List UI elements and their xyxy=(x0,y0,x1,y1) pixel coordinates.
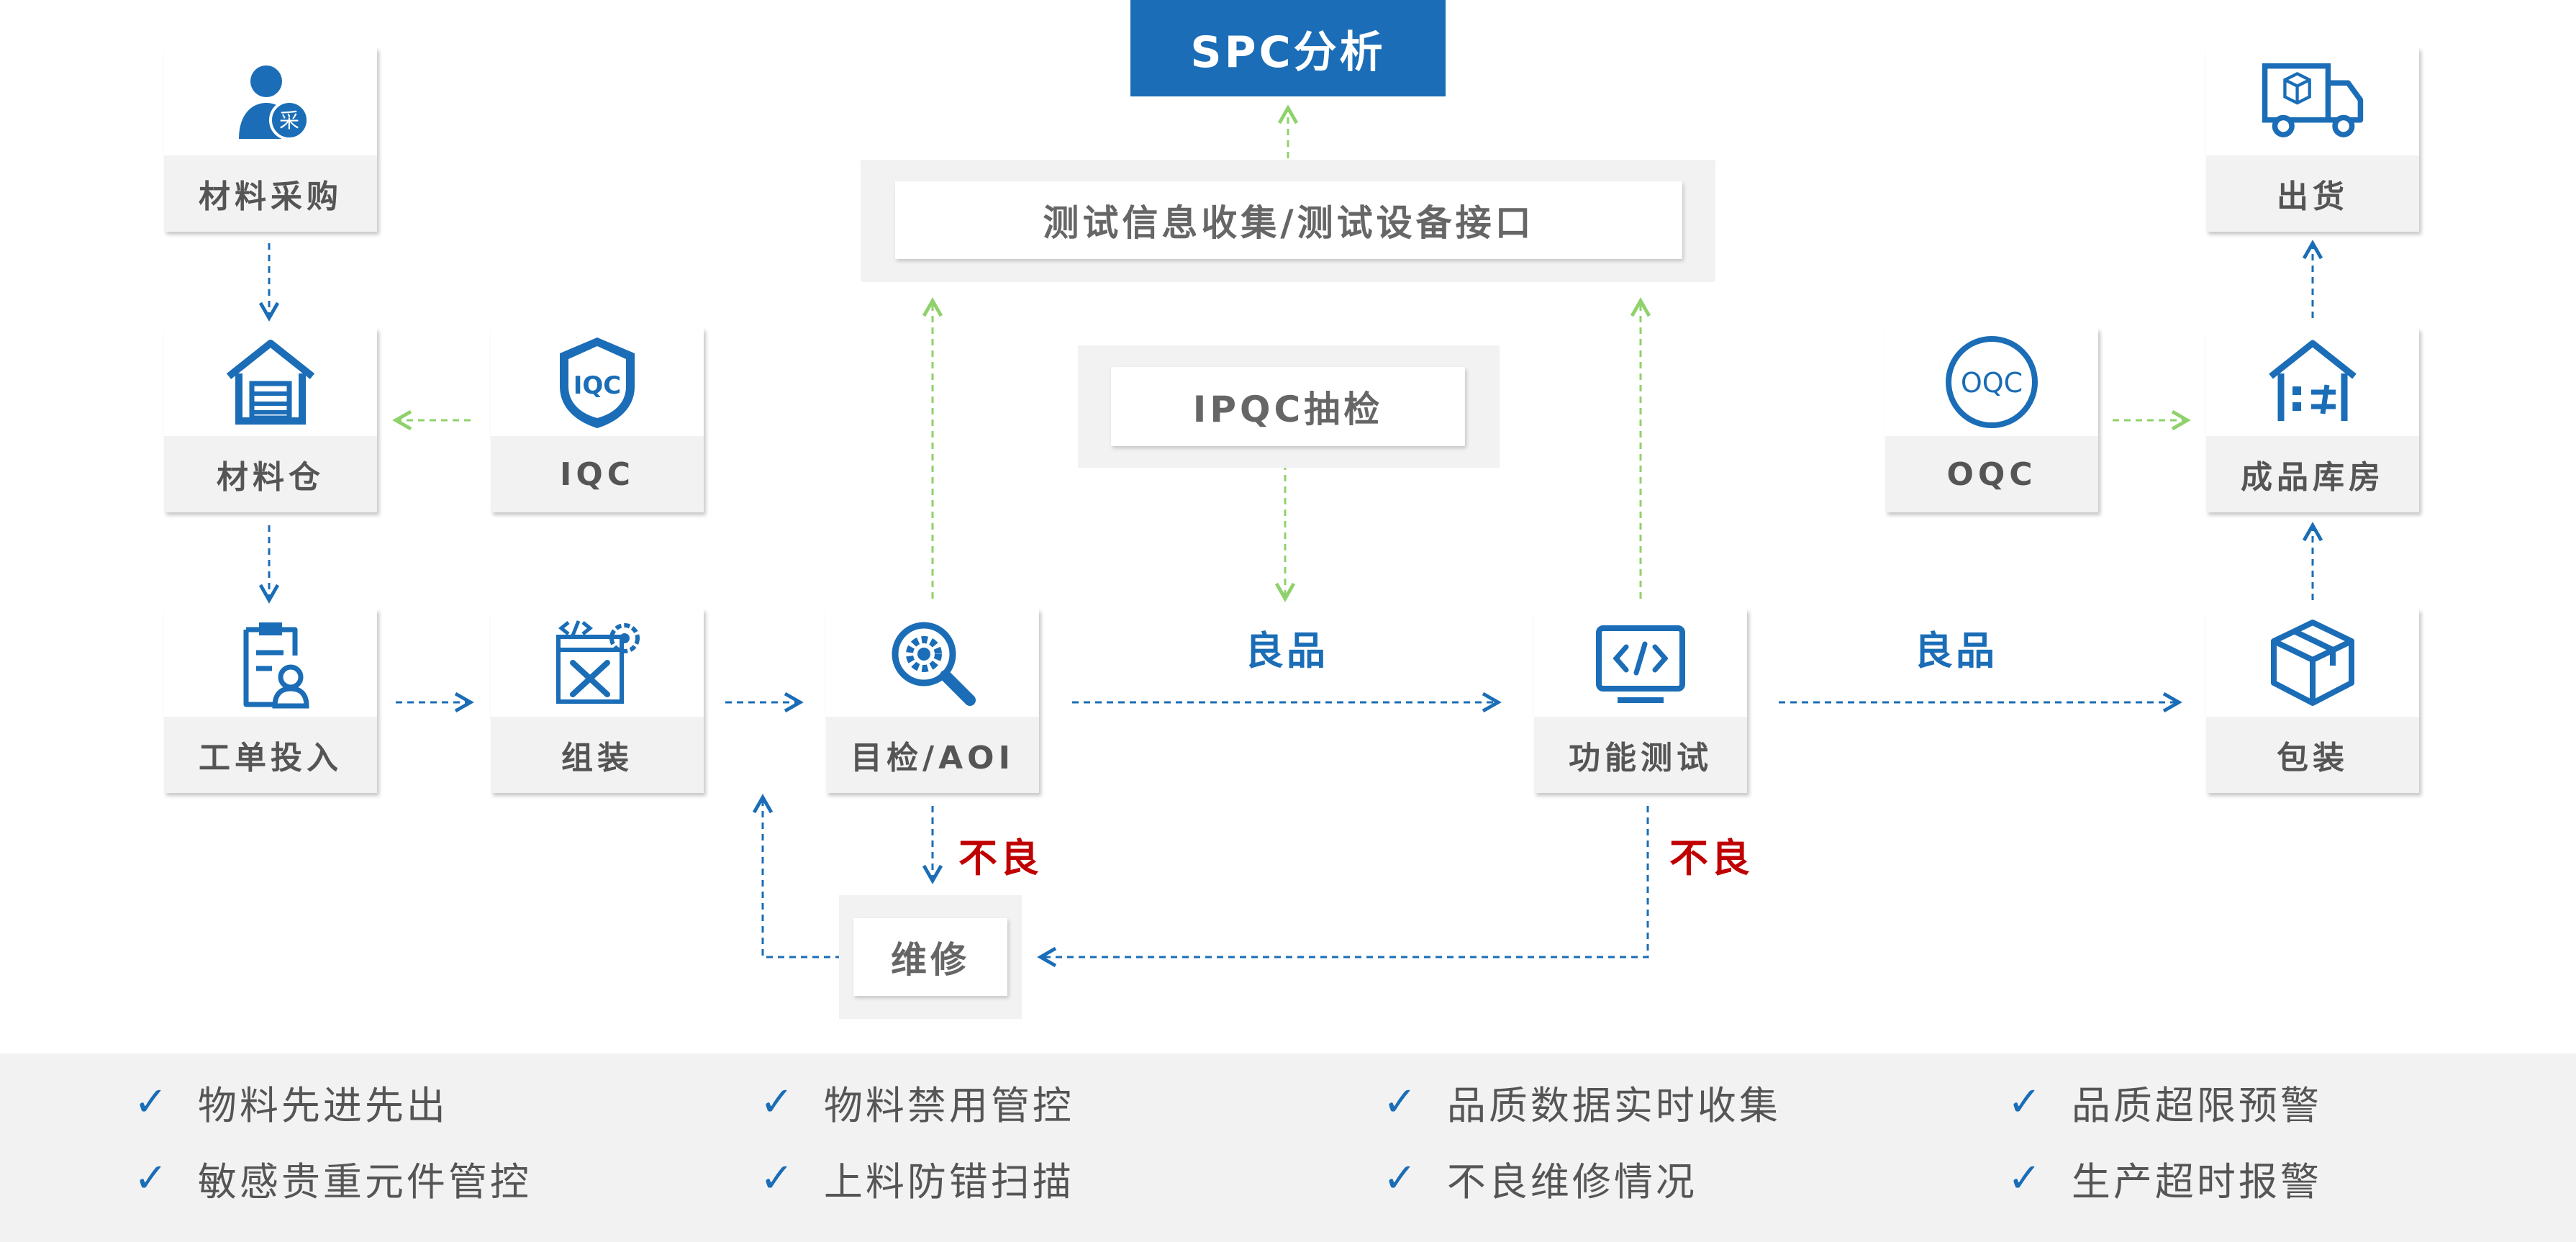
node-label: 成品库房 xyxy=(2206,436,2419,512)
clipboard-user-icon xyxy=(164,609,377,717)
feature-text: 物料先进先出 xyxy=(197,1083,448,1128)
node-label: 出货 xyxy=(2206,155,2419,232)
feature-text: 品质超限预警 xyxy=(2071,1083,2322,1128)
node-label: 目检/AOI xyxy=(826,717,1039,793)
feature-text: 上料防错扫描 xyxy=(823,1159,1074,1205)
node-label: OQC xyxy=(1885,436,2098,512)
bad-label-1: 不良 xyxy=(958,835,1042,881)
node-oqc: OQC OQC xyxy=(1885,328,2098,512)
node-work-order: 工单投入 xyxy=(164,609,377,793)
feature-text: 不良维修情况 xyxy=(1446,1159,1697,1205)
node-label: 组装 xyxy=(491,717,704,793)
check-icon: ✓ xyxy=(760,1079,797,1125)
node-packing: 包装 xyxy=(2206,609,2419,793)
bad-label-2: 不良 xyxy=(1669,835,1753,881)
node-label: 材料采购 xyxy=(164,155,377,232)
purchase-person-icon: 采 xyxy=(164,47,377,155)
node-label: 功能测试 xyxy=(1534,717,1747,793)
flow-connectors xyxy=(258,104,2323,968)
spc-analysis-box: SPC分析 xyxy=(1130,0,1446,96)
monitor-code-icon xyxy=(1534,609,1747,717)
node-finished-warehouse: 成品库房 xyxy=(2206,328,2419,512)
node-function-test: 功能测试 xyxy=(1534,609,1747,793)
ipqc-card: IPQC抽检 xyxy=(1111,367,1465,446)
feature-item: ✓ 生产超时报警 xyxy=(2008,1150,2322,1207)
warehouse-icon xyxy=(164,328,377,436)
feature-item: ✓ 物料先进先出 xyxy=(134,1074,448,1130)
arrow-functest-repair xyxy=(1037,806,1649,968)
magnifier-gear-icon xyxy=(826,609,1039,717)
iqc-shield-icon: IQC xyxy=(491,328,704,436)
good-label-1: 良品 xyxy=(1245,628,1328,674)
feature-item: ✓ 品质超限预警 xyxy=(2008,1074,2322,1130)
feature-text: 物料禁用管控 xyxy=(823,1083,1074,1128)
repair-card: 维修 xyxy=(853,918,1007,996)
feature-item: ✓ 敏感贵重元件管控 xyxy=(134,1150,532,1207)
feature-item: ✓ 物料禁用管控 xyxy=(760,1074,1074,1130)
svg-text:OQC: OQC xyxy=(1961,367,2023,399)
oqc-circle-icon: OQC xyxy=(1885,328,2098,436)
check-icon: ✓ xyxy=(1383,1079,1420,1125)
feature-text: 生产超时报警 xyxy=(2071,1159,2322,1205)
check-icon: ✓ xyxy=(760,1155,797,1202)
check-icon: ✓ xyxy=(2008,1079,2044,1125)
feature-text: 敏感贵重元件管控 xyxy=(197,1159,532,1205)
check-icon: ✓ xyxy=(1383,1155,1420,1202)
feature-footer: ✓ 物料先进先出 ✓ 物料禁用管控 ✓ 品质数据实时收集 ✓ 品质超限预警 ✓ 敏感贵重元… xyxy=(0,1053,2576,1242)
check-icon: ✓ xyxy=(134,1155,171,1202)
node-label: 材料仓 xyxy=(164,436,377,512)
check-icon: ✓ xyxy=(2008,1155,2044,1202)
node-label: 工单投入 xyxy=(164,717,377,793)
delivery-truck-icon xyxy=(2206,47,2419,155)
arrow-repair-assembly xyxy=(752,794,842,958)
node-label: IQC xyxy=(491,436,704,512)
check-icon: ✓ xyxy=(134,1079,171,1125)
feature-text: 品质数据实时收集 xyxy=(1446,1083,1781,1128)
node-shipping: 出货 xyxy=(2206,47,2419,232)
feature-item: ✓ 品质数据实时收集 xyxy=(1383,1074,1781,1130)
finished-warehouse-icon xyxy=(2206,328,2419,436)
svg-text:IQC: IQC xyxy=(573,371,622,400)
node-label: 包装 xyxy=(2206,717,2419,793)
node-iqc: IQC IQC xyxy=(491,328,704,512)
node-material-purchase: 采 材料采购 xyxy=(164,47,377,232)
node-material-warehouse: 材料仓 xyxy=(164,328,377,512)
feature-item: ✓ 上料防错扫描 xyxy=(760,1150,1074,1207)
package-box-icon xyxy=(2206,609,2419,717)
node-visual-aoi: 目检/AOI xyxy=(826,609,1039,793)
feature-item: ✓ 不良维修情况 xyxy=(1383,1150,1697,1207)
svg-text:采: 采 xyxy=(279,109,299,132)
assembly-tools-icon xyxy=(491,609,704,717)
collect-card: 测试信息收集/测试设备接口 xyxy=(895,181,1682,259)
node-assembly: 组装 xyxy=(491,609,704,793)
good-label-2: 良品 xyxy=(1914,628,1997,674)
